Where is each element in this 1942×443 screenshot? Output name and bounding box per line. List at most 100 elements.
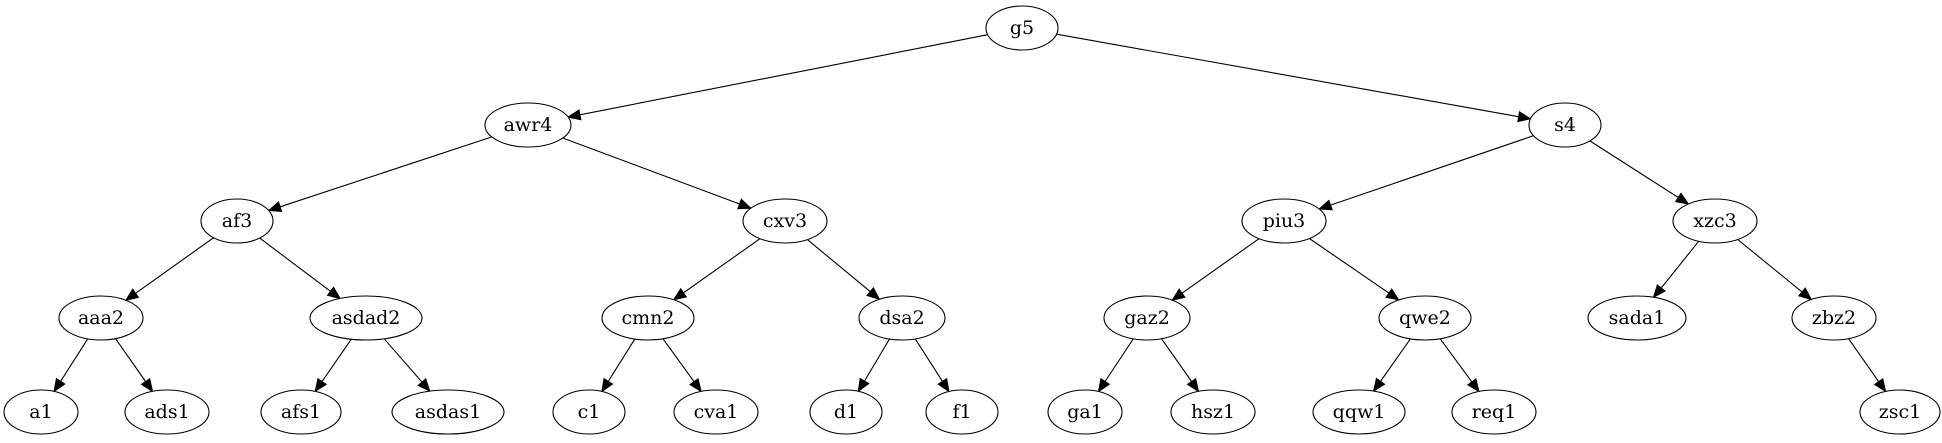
edge-line [1104, 338, 1134, 382]
edge-g5-awr4 [566, 34, 988, 121]
node-label: cxv3 [763, 210, 807, 232]
node-label: req1 [1472, 401, 1517, 423]
node-ellipse [260, 389, 342, 435]
node-xzc3: xzc3 [1672, 198, 1758, 244]
edges-layer [53, 33, 1887, 393]
node-ellipse [1378, 295, 1472, 341]
node-label: qqw1 [1333, 401, 1386, 423]
node-s4: s4 [1528, 102, 1602, 148]
edge-qwe2-qqw1 [1372, 338, 1411, 393]
node-piu3: piu3 [1241, 198, 1327, 244]
edge-line [1380, 338, 1411, 382]
node-ellipse [484, 102, 572, 148]
arrowhead [1097, 377, 1111, 393]
arrowhead [1873, 377, 1887, 393]
arrowhead [314, 377, 328, 393]
arrowhead [1797, 287, 1813, 301]
edge-gaz2-ga1 [1097, 338, 1134, 393]
node-ellipse [391, 389, 505, 435]
node-c1: c1 [552, 389, 626, 435]
edge-s4-xzc3 [1589, 140, 1690, 205]
edge-line [662, 338, 695, 383]
edge-g5-s4 [1056, 33, 1532, 123]
node-label: afs1 [281, 401, 321, 423]
edge-xzc3-zbz2 [1737, 239, 1813, 301]
node-ellipse [1241, 198, 1327, 244]
node-label: piu3 [1263, 210, 1306, 232]
edge-line [914, 338, 943, 382]
node-label: af3 [222, 210, 252, 232]
edge-line [1660, 240, 1700, 289]
node-ads1: ads1 [124, 389, 210, 435]
node-label: d1 [834, 401, 858, 423]
edge-line [579, 34, 988, 116]
node-req1: req1 [1451, 389, 1537, 435]
edge-line [1309, 238, 1390, 294]
node-ellipse [58, 295, 144, 341]
node-sada1: sada1 [1587, 295, 1687, 341]
node-ellipse [673, 389, 759, 435]
edge-awr4-cxv3 [562, 137, 753, 210]
edge-line [1439, 338, 1473, 383]
arrowhead [124, 288, 140, 302]
node-label: f1 [952, 401, 971, 423]
node-label: ga1 [1067, 401, 1103, 423]
node-ellipse [1791, 295, 1877, 341]
node-label: sada1 [1609, 307, 1666, 329]
edge-aaa2-ads1 [115, 338, 154, 393]
arrowhead [1466, 377, 1480, 393]
node-gaz2: gaz2 [1103, 295, 1191, 341]
node-ellipse [925, 389, 999, 435]
edge-line [60, 338, 89, 382]
edge-line [135, 237, 214, 294]
node-label: xzc3 [1693, 210, 1736, 232]
edge-line [562, 137, 740, 205]
edge-zbz2-zsc1 [1848, 338, 1887, 393]
arrowhead [937, 377, 950, 393]
node-label: zsc1 [1879, 401, 1922, 423]
edge-line [1181, 238, 1260, 294]
arrowhead [417, 378, 431, 393]
edge-line [607, 338, 636, 382]
node-label: gaz2 [1124, 307, 1170, 329]
node-ellipse [1672, 198, 1758, 244]
edge-line [1848, 338, 1880, 383]
edge-dsa2-f1 [914, 338, 950, 393]
node-afs1: afs1 [260, 389, 342, 435]
node-dsa2: dsa2 [858, 295, 946, 341]
node-ellipse [858, 295, 946, 341]
node-ellipse [985, 5, 1059, 51]
edge-af3-aaa2 [124, 237, 214, 302]
node-ellipse [309, 295, 423, 341]
node-ellipse [1047, 389, 1123, 435]
edge-line [259, 237, 331, 292]
edge-piu3-qwe2 [1309, 238, 1400, 301]
node-ellipse [1528, 102, 1602, 148]
node-qqw1: qqw1 [1312, 389, 1406, 435]
arrowhead [267, 201, 283, 213]
node-label: hsz1 [1191, 401, 1235, 423]
node-ellipse [601, 295, 695, 341]
edge-line [321, 338, 352, 382]
arrowhead [672, 287, 688, 301]
edge-dsa2-d1 [857, 338, 890, 393]
node-label: ads1 [144, 401, 189, 423]
node-hsz1: hsz1 [1170, 389, 1256, 435]
edge-line [115, 338, 147, 382]
edge-asdad2-asdas1 [383, 338, 431, 393]
edge-af3-asdad2 [259, 237, 342, 300]
arrowhead [1517, 110, 1532, 123]
arrowhead [1186, 377, 1200, 393]
node-label: asdas1 [415, 401, 481, 423]
arrowhead [326, 286, 342, 300]
edge-line [1056, 33, 1519, 118]
edge-piu3-gaz2 [1171, 238, 1260, 301]
node-label: qwe2 [1399, 307, 1451, 329]
edge-s4-piu3 [1317, 135, 1534, 211]
node-ellipse [1587, 295, 1687, 341]
edge-qwe2-req1 [1439, 338, 1480, 393]
node-f1: f1 [925, 389, 999, 435]
node-asdas1: asdas1 [391, 389, 505, 435]
edge-line [1589, 140, 1679, 198]
node-ellipse [552, 389, 626, 435]
